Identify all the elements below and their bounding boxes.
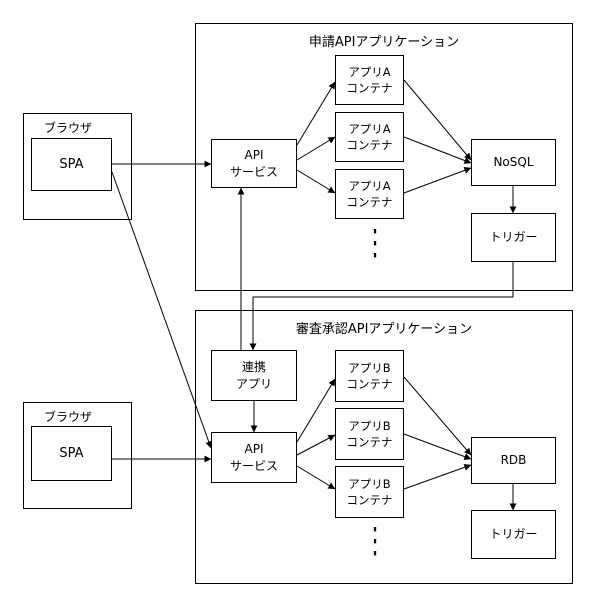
container-a1-label: アプリA コンテナ (346, 65, 393, 95)
api-service-bottom-label: API サービス (229, 441, 278, 473)
container-b2-label: アプリB コンテナ (346, 419, 393, 449)
browser-top-frame (23, 113, 132, 220)
apply-app-frame (195, 23, 573, 291)
browser-bottom-frame (23, 402, 132, 509)
arrow-container-a2-to-nosql (403, 136, 472, 164)
container-a1-box: アプリA コンテナ (335, 55, 404, 105)
container-a3-label: アプリA コンテナ (346, 179, 393, 209)
arrow-container-b1-to-rdb (403, 376, 472, 456)
arrow-container-b3-to-rdb (403, 463, 472, 490)
arrow-api-to-container-a1 (296, 81, 336, 146)
container-a3-box: アプリA コンテナ (335, 169, 404, 219)
arrow-spa-top-to-api-bottom (111, 171, 213, 449)
arrow-api-to-container-a3 (296, 169, 336, 194)
container-b3-box: アプリB コンテナ (335, 466, 404, 518)
apply-app-title: 申請APIアプリケーション (308, 35, 460, 50)
api-service-bottom-box: API サービス (211, 432, 297, 483)
api-service-top-box: API サービス (211, 139, 297, 188)
arrow-container-a1-to-nosql (403, 79, 472, 161)
api-service-top-label: API サービス (229, 147, 278, 179)
review-app-title: 審査承認APIアプリケーション (295, 322, 473, 337)
review-app-frame (195, 310, 573, 584)
arrow-trigger-to-link-app (249, 262, 514, 351)
trigger-top-label: トリガー (489, 230, 538, 244)
browser-bottom-title: ブラウザ (44, 410, 93, 424)
container-b3-label: アプリB コンテナ (346, 477, 393, 507)
container-b1-label: アプリB コンテナ (346, 361, 393, 391)
rdb-label: RDB (500, 453, 527, 467)
arrow-api-to-container-a2 (296, 136, 336, 161)
container-b1-box: アプリB コンテナ (335, 350, 404, 402)
spa-top-box: SPA (31, 138, 112, 191)
container-a2-label: アプリA コンテナ (346, 122, 393, 152)
container-b2-box: アプリB コンテナ (335, 408, 404, 460)
arrow-api-to-container-b2 (296, 434, 336, 456)
review-ellipsis: ⋮ (364, 521, 386, 562)
container-a2-box: アプリA コンテナ (335, 112, 404, 162)
arrow-container-a3-to-nosql (403, 167, 472, 194)
link-app-label: 連携 アプリ (235, 359, 272, 391)
arrow-api-to-container-b3 (296, 465, 336, 490)
link-app-box: 連携 アプリ (211, 350, 297, 401)
trigger-bottom-box: トリガー (471, 510, 556, 559)
apply-ellipsis: ⋮ (364, 223, 386, 264)
arrow-container-b2-to-rdb (403, 433, 472, 460)
browser-top-title: ブラウザ (44, 121, 93, 135)
trigger-bottom-label: トリガー (489, 527, 538, 541)
spa-bottom-label: SPA (59, 446, 84, 461)
arrow-api-to-container-b1 (296, 378, 336, 443)
rdb-box: RDB (471, 437, 556, 484)
trigger-top-box: トリガー (471, 213, 556, 262)
spa-bottom-box: SPA (31, 426, 112, 481)
spa-top-label: SPA (59, 157, 84, 172)
nosql-box: NoSQL (471, 139, 556, 186)
nosql-label: NoSQL (493, 155, 534, 169)
